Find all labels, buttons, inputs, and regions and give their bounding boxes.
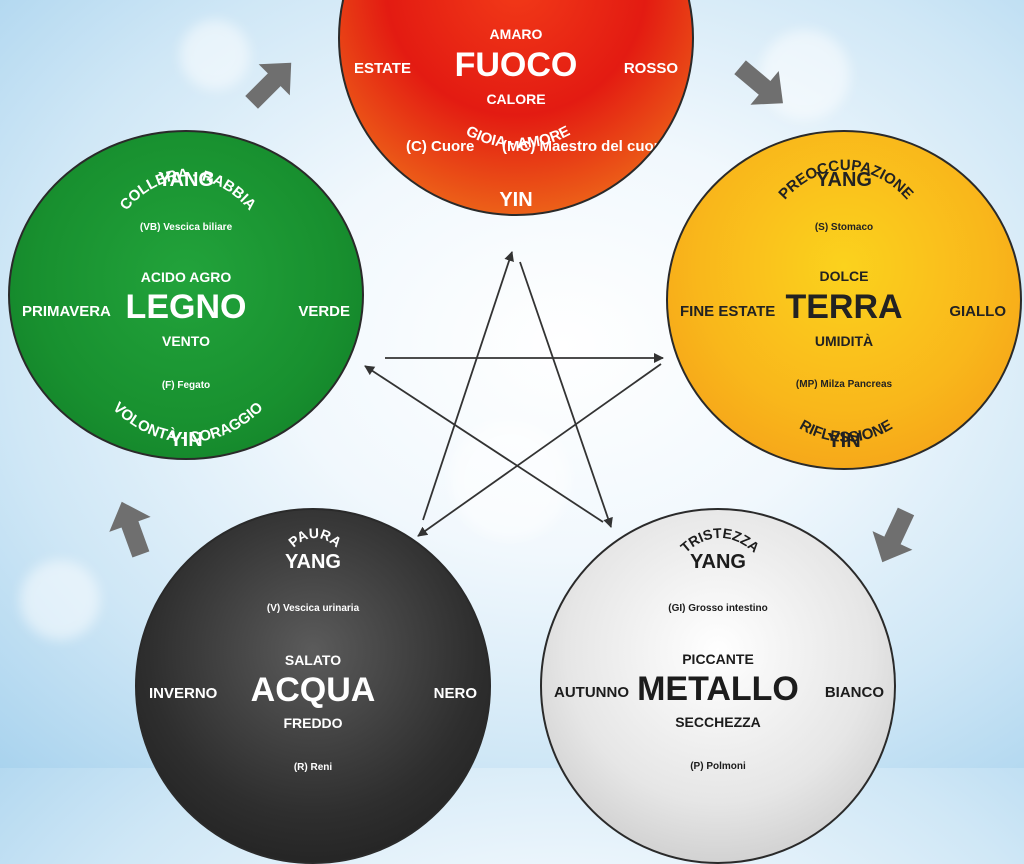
legno-name: LEGNO — [125, 288, 247, 326]
background-bokeh — [450, 420, 570, 540]
element-metallo: TRISTEZZA YANG (GI) Grosso intestino PIC… — [540, 508, 896, 864]
outer-cycle-arrows — [109, 60, 915, 563]
terra-organ-yang: (S) Stomaco — [814, 222, 874, 233]
terra-polarity-bottom: YIN — [827, 430, 861, 452]
metallo-name: METALLO — [637, 670, 799, 708]
terra-organ-yin: (MP) Milza Pancreas — [795, 379, 893, 390]
terra-taste: DOLCE — [819, 268, 869, 284]
fuoco-name: FUOCO — [454, 46, 578, 84]
metallo-polarity-top: YANG — [690, 551, 746, 573]
terra-arcs: PREOCCUPAZIONE RIFLESSIONE — [775, 157, 916, 446]
terra-season: FINE ESTATE — [680, 303, 776, 320]
legno-polarity-bottom: YIN — [169, 429, 203, 451]
fuoco-season: ESTATE — [354, 60, 411, 77]
star-arrow-metallo-legno — [364, 365, 604, 523]
acqua-organ-yang: (V) Vescica urinaria — [266, 603, 360, 614]
metallo-arcs: TRISTEZZA — [677, 525, 762, 556]
legno-season: PRIMAVERA — [22, 303, 111, 320]
arrow-terra-metallo-icon — [872, 507, 915, 563]
legno-organ-yin: (F) Fegato — [161, 380, 211, 391]
legno-polarity-top: YANG — [158, 169, 214, 191]
terra-color: GIALLO — [949, 303, 1006, 320]
fuoco-organ-yang: (MC) Maestro del cuore — [502, 138, 668, 155]
terra-polarity-top: YANG — [816, 169, 872, 191]
star-arrow-terra-acqua — [417, 363, 662, 537]
fuoco-polarity: YIN — [499, 189, 533, 211]
fuoco-color: ROSSO — [623, 60, 678, 77]
metallo-organ-yang: (GI) Grosso intestino — [668, 603, 768, 614]
terra-name: TERRA — [785, 288, 903, 326]
legno-arcs: COLLERA - RABBIA VOLONTÀ - CORAGGIO — [110, 166, 267, 446]
acqua-taste: SALATO — [284, 652, 342, 668]
fuoco-taste: AMARO — [489, 26, 543, 42]
star-arrows — [364, 251, 664, 537]
legno-color: VERDE — [298, 303, 350, 320]
metallo-organ-yin: (P) Polmoni — [690, 761, 746, 772]
svg-text:PAURA: PAURA — [285, 525, 344, 550]
legno-taste: ACIDO AGRO — [140, 269, 232, 285]
element-fuoco: AMARO FUOCO CALORE ESTATE ROSSO (C) Cuor… — [338, 0, 694, 216]
acqua-season: INVERNO — [149, 685, 218, 702]
background-bokeh — [760, 30, 850, 120]
arrow-fuoco-terra-icon — [734, 60, 783, 105]
acqua-polarity-top: YANG — [285, 551, 341, 573]
star-arrow-fuoco-metallo — [519, 261, 613, 528]
element-terra: PREOCCUPAZIONE RIFLESSIONE YANG (S) Stom… — [666, 130, 1022, 470]
star-arrow-acqua-fuoco — [422, 251, 514, 521]
terra-climate: UMIDITÀ — [814, 333, 874, 349]
background-bokeh — [20, 560, 100, 640]
acqua-name: ACQUA — [250, 671, 376, 709]
fuoco-emotion-arc: GIOIA - AMORE — [463, 123, 573, 153]
acqua-emotion: PAURA — [285, 525, 344, 550]
fuoco-organ-yin: (C) Cuore — [406, 138, 475, 155]
fuoco-emotion: GIOIA - AMORE — [463, 123, 573, 153]
metallo-climate: SECCHEZZA — [675, 714, 761, 730]
arrow-acqua-legno-icon — [109, 501, 151, 558]
acqua-climate: FREDDO — [283, 715, 343, 731]
metallo-taste: PICCANTE — [682, 651, 754, 667]
acqua-arcs: PAURA — [285, 525, 344, 550]
metallo-season: AUTUNNO — [554, 684, 629, 701]
background-bokeh — [180, 20, 250, 90]
svg-text:GIOIA - AMORE: GIOIA - AMORE — [463, 123, 573, 153]
cycle-arrows — [109, 60, 915, 563]
fuoco-climate: CALORE — [486, 91, 546, 107]
acqua-color: NERO — [433, 685, 477, 702]
legno-organ-yang: (VB) Vescica biliare — [139, 222, 233, 233]
metallo-color: BIANCO — [824, 684, 884, 701]
legno-climate: VENTO — [162, 333, 210, 349]
element-acqua: PAURA YANG (V) Vescica urinaria SALATO A… — [135, 508, 491, 864]
arrow-legno-fuoco-icon — [245, 62, 292, 109]
element-legno: COLLERA - RABBIA VOLONTÀ - CORAGGIO YANG… — [8, 130, 364, 460]
